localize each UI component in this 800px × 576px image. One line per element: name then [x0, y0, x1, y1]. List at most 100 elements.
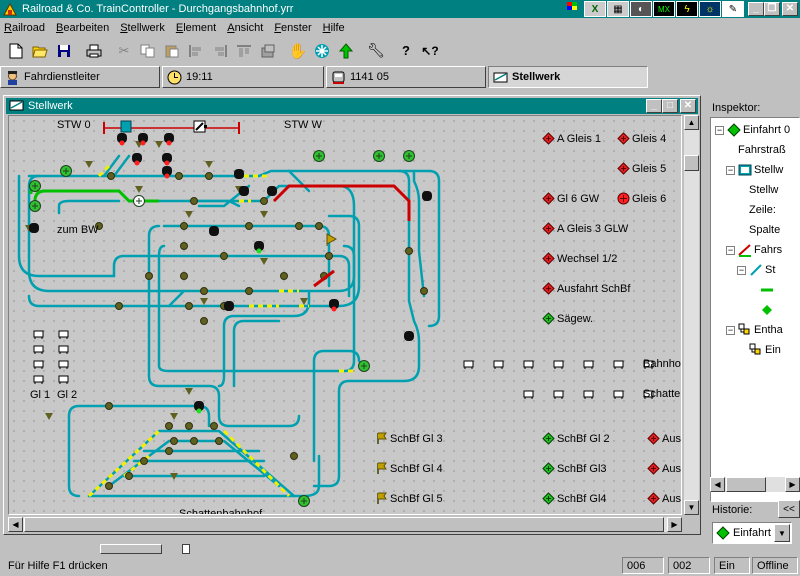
tab-counter[interactable]: 1141 05: [326, 66, 486, 88]
turnout-icon[interactable]: [298, 495, 310, 507]
track-segment[interactable]: [312, 169, 421, 488]
block-node[interactable]: [200, 317, 208, 325]
block-node[interactable]: [210, 422, 218, 430]
new-file-icon[interactable]: [4, 40, 28, 62]
track-segment[interactable]: [27, 174, 356, 293]
block-node[interactable]: [315, 222, 323, 230]
wagon-marker-icon[interactable]: [553, 390, 564, 399]
signal-icon[interactable]: [132, 153, 142, 166]
cut-icon[interactable]: ✂: [118, 42, 130, 58]
strip-checkbox[interactable]: [182, 544, 190, 554]
close-button[interactable]: ✕: [782, 2, 798, 16]
wagon-marker-icon[interactable]: [33, 330, 44, 339]
menu-railroad[interactable]: Railroad: [4, 22, 45, 34]
tab-stellwerk[interactable]: Stellwerk: [488, 66, 648, 88]
route-button[interactable]: Ausf.: [647, 432, 681, 445]
tree-item[interactable]: [748, 302, 776, 318]
wagon-marker-icon[interactable]: [523, 360, 534, 369]
emergency-icon[interactable]: [310, 40, 334, 62]
scroll-down-button[interactable]: ▼: [684, 500, 699, 515]
turnout-icon[interactable]: [313, 150, 325, 162]
align-left-icon[interactable]: [184, 40, 208, 62]
route-green[interactable]: [33, 189, 159, 203]
tree-collapse-icon[interactable]: −: [715, 124, 724, 135]
signal-icon[interactable]: [329, 299, 339, 312]
signal-icon[interactable]: [422, 191, 432, 201]
menu-element[interactable]: Element: [176, 22, 216, 34]
track-segment[interactable]: [157, 244, 356, 373]
track-segment[interactable]: [167, 289, 186, 308]
track-segment[interactable]: [102, 154, 121, 178]
horizontal-scroll-thumb[interactable]: [24, 517, 664, 532]
block-node[interactable]: [105, 482, 113, 490]
block-node[interactable]: [175, 172, 183, 180]
signal-icon[interactable]: [209, 226, 219, 236]
block-node[interactable]: [115, 302, 123, 310]
track-segment[interactable]: [67, 459, 81, 498]
tab-fahrdienstleiter[interactable]: Fahrdienstleiter: [0, 66, 160, 88]
tree-item[interactable]: Ein: [737, 342, 781, 358]
block-node[interactable]: [325, 252, 333, 260]
block-node[interactable]: [405, 247, 413, 255]
tools-icon[interactable]: 🔧︎: [367, 42, 385, 58]
inspector-scroll-left-button[interactable]: ◀: [710, 477, 725, 492]
wagon-marker-icon[interactable]: [463, 360, 474, 369]
tree-collapse-icon[interactable]: −: [726, 244, 735, 255]
wagon-marker-icon[interactable]: [33, 360, 44, 369]
route-button[interactable]: SchBf Gl 3: [376, 432, 443, 445]
signal-icon[interactable]: [239, 186, 249, 196]
save-icon[interactable]: [52, 40, 76, 62]
block-node[interactable]: [180, 272, 188, 280]
track-segment[interactable]: [112, 254, 351, 298]
signal-icon[interactable]: [194, 401, 204, 414]
menu-fenster[interactable]: Fenster: [274, 22, 311, 34]
route-button[interactable]: A Gleis 1: [542, 132, 601, 145]
block-node[interactable]: [200, 287, 208, 295]
route-button[interactable]: Ausfahrt SchBf: [542, 282, 630, 295]
occupied-segment[interactable]: [97, 164, 111, 178]
tray-lightning-icon[interactable]: ϟ: [676, 1, 698, 17]
align-right-icon[interactable]: [208, 40, 232, 62]
tray-bulb-icon[interactable]: ☼: [699, 1, 721, 17]
turnout-icon[interactable]: [403, 150, 415, 162]
signal-icon[interactable]: [224, 301, 234, 311]
inspector-scroll-thumb[interactable]: [726, 477, 766, 492]
scroll-right-button[interactable]: ▶: [667, 517, 682, 532]
minimize-button[interactable]: _: [748, 2, 764, 16]
block-node[interactable]: [420, 287, 428, 295]
wagon-marker-icon[interactable]: [58, 330, 69, 339]
signal-icon[interactable]: [162, 153, 172, 166]
route-button[interactable]: Gleis 6: [617, 192, 666, 205]
tray-notes-icon[interactable]: ✎: [722, 1, 744, 17]
turnout-icon[interactable]: [133, 195, 145, 207]
wagon-marker-icon[interactable]: [613, 390, 624, 399]
block-node[interactable]: [190, 197, 198, 205]
track-segment[interactable]: [112, 154, 131, 178]
track-segment[interactable]: [412, 169, 426, 298]
track-segment[interactable]: [67, 404, 211, 463]
print-icon[interactable]: [82, 40, 106, 62]
tree-item[interactable]: −Entha: [726, 322, 783, 338]
signal-icon[interactable]: [267, 186, 277, 196]
tree-item[interactable]: Spalte: [737, 222, 780, 238]
vertical-scrollbar[interactable]: ▲ ▼: [684, 115, 699, 515]
route-button[interactable]: SchBf Gl 5: [376, 492, 443, 505]
route-button[interactable]: Wechsel 1/2: [542, 252, 617, 265]
tree-item[interactable]: [748, 282, 776, 298]
block-node[interactable]: [260, 197, 268, 205]
route-button[interactable]: Gleis 5: [617, 162, 666, 175]
help-icon[interactable]: ?: [402, 43, 410, 58]
route-button[interactable]: Gleis 4: [617, 132, 666, 145]
track-segment[interactable]: [312, 349, 361, 463]
route-button[interactable]: SchBf Gl 4: [376, 462, 443, 475]
stellwerk-maximize-button[interactable]: □: [662, 99, 678, 113]
wagon-marker-icon[interactable]: [583, 390, 594, 399]
menu-ansicht[interactable]: Ansicht: [227, 22, 263, 34]
block-node[interactable]: [205, 172, 213, 180]
block-node[interactable]: [95, 222, 103, 230]
occupied-segment[interactable]: [222, 429, 291, 498]
wagon-marker-icon[interactable]: [643, 360, 654, 369]
block-node[interactable]: [140, 457, 148, 465]
tray-flag-icon[interactable]: [561, 1, 583, 17]
